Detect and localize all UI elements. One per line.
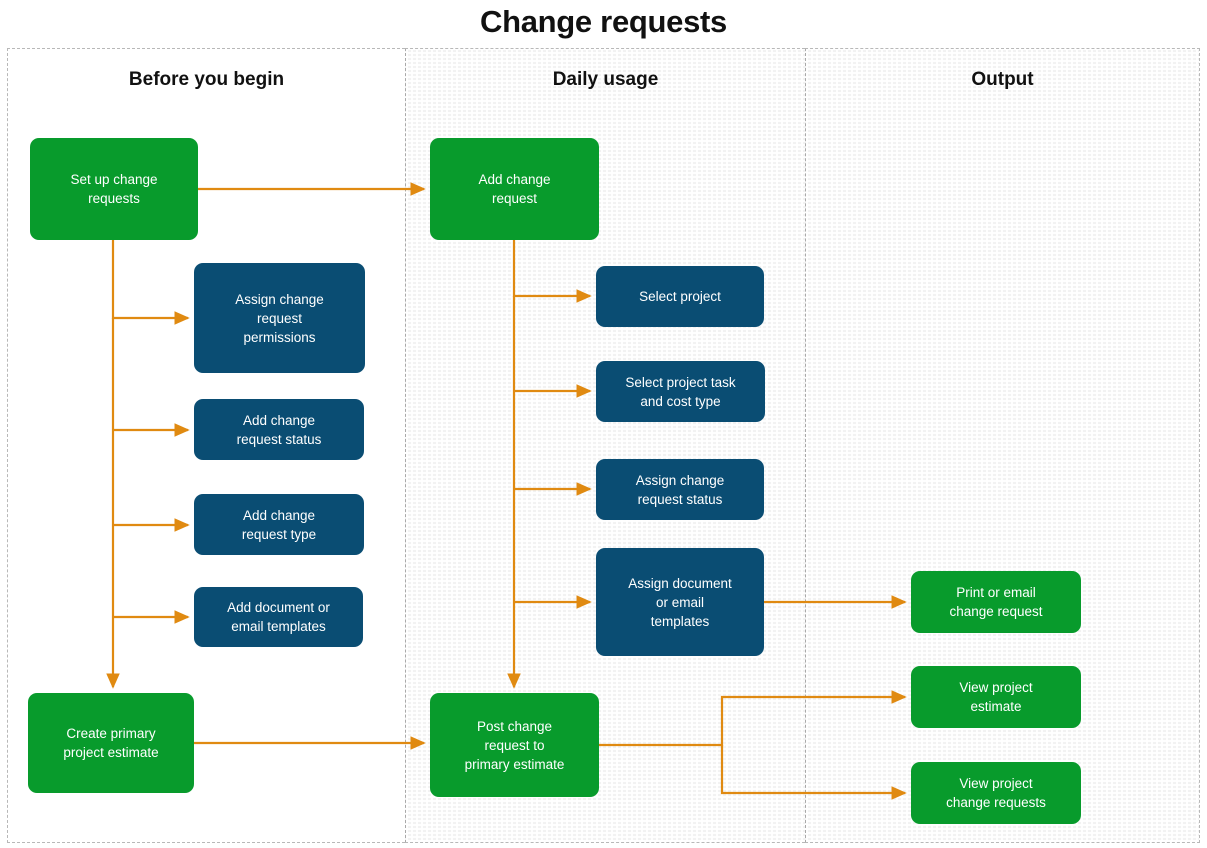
node-add-change-request-type[interactable]: Add change request type bbox=[194, 494, 364, 555]
node-add-change-request[interactable]: Add change request bbox=[430, 138, 599, 240]
node-create-primary-project-estimate[interactable]: Create primary project estimate bbox=[28, 693, 194, 793]
node-view-project-estimate[interactable]: View project estimate bbox=[911, 666, 1081, 728]
node-select-project-task-and-cost-type[interactable]: Select project task and cost type bbox=[596, 361, 765, 422]
node-select-project[interactable]: Select project bbox=[596, 266, 764, 327]
swimlane-header-output: Output bbox=[971, 69, 1034, 90]
node-assign-change-request-permissions[interactable]: Assign change request permissions bbox=[194, 263, 365, 373]
node-set-up-change-requests[interactable]: Set up change requests bbox=[30, 138, 198, 240]
node-view-project-change-requests[interactable]: View project change requests bbox=[911, 762, 1081, 824]
node-print-or-email-change-request[interactable]: Print or email change request bbox=[911, 571, 1081, 633]
swimlane-header-before-you-begin: Before you begin bbox=[128, 69, 285, 90]
node-add-change-request-status[interactable]: Add change request status bbox=[194, 399, 364, 460]
page-title: Change requests bbox=[479, 4, 727, 39]
node-add-document-or-email-templates[interactable]: Add document or email templates bbox=[194, 587, 363, 647]
node-assign-document-or-email-templates[interactable]: Assign document or email templates bbox=[596, 548, 764, 656]
node-post-change-request-to-primary-estimate[interactable]: Post change request to primary estimate bbox=[430, 693, 599, 797]
node-assign-change-request-status[interactable]: Assign change request status bbox=[596, 459, 764, 520]
swimlane-header-daily-usage: Daily usage bbox=[552, 69, 659, 90]
